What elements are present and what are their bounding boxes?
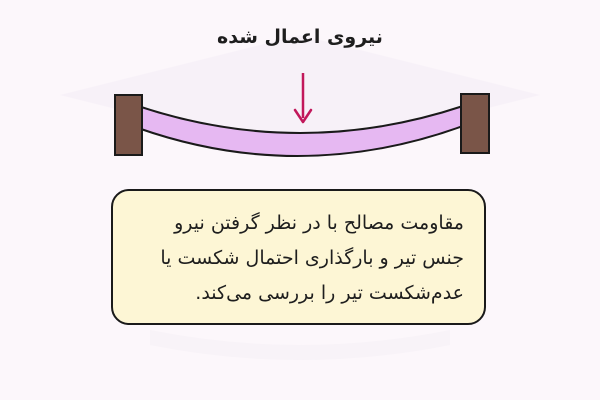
description-text: مقاومت مصالح با در نظر گرفتن نیرو جنس تی… (160, 212, 464, 304)
description-box: مقاومت مصالح با در نظر گرفتن نیرو جنس تی… (111, 189, 486, 325)
left-support-block (114, 94, 143, 156)
right-support-block (460, 93, 490, 154)
force-arrow (293, 73, 313, 124)
force-label: نیروی اعمال شده (217, 26, 383, 48)
